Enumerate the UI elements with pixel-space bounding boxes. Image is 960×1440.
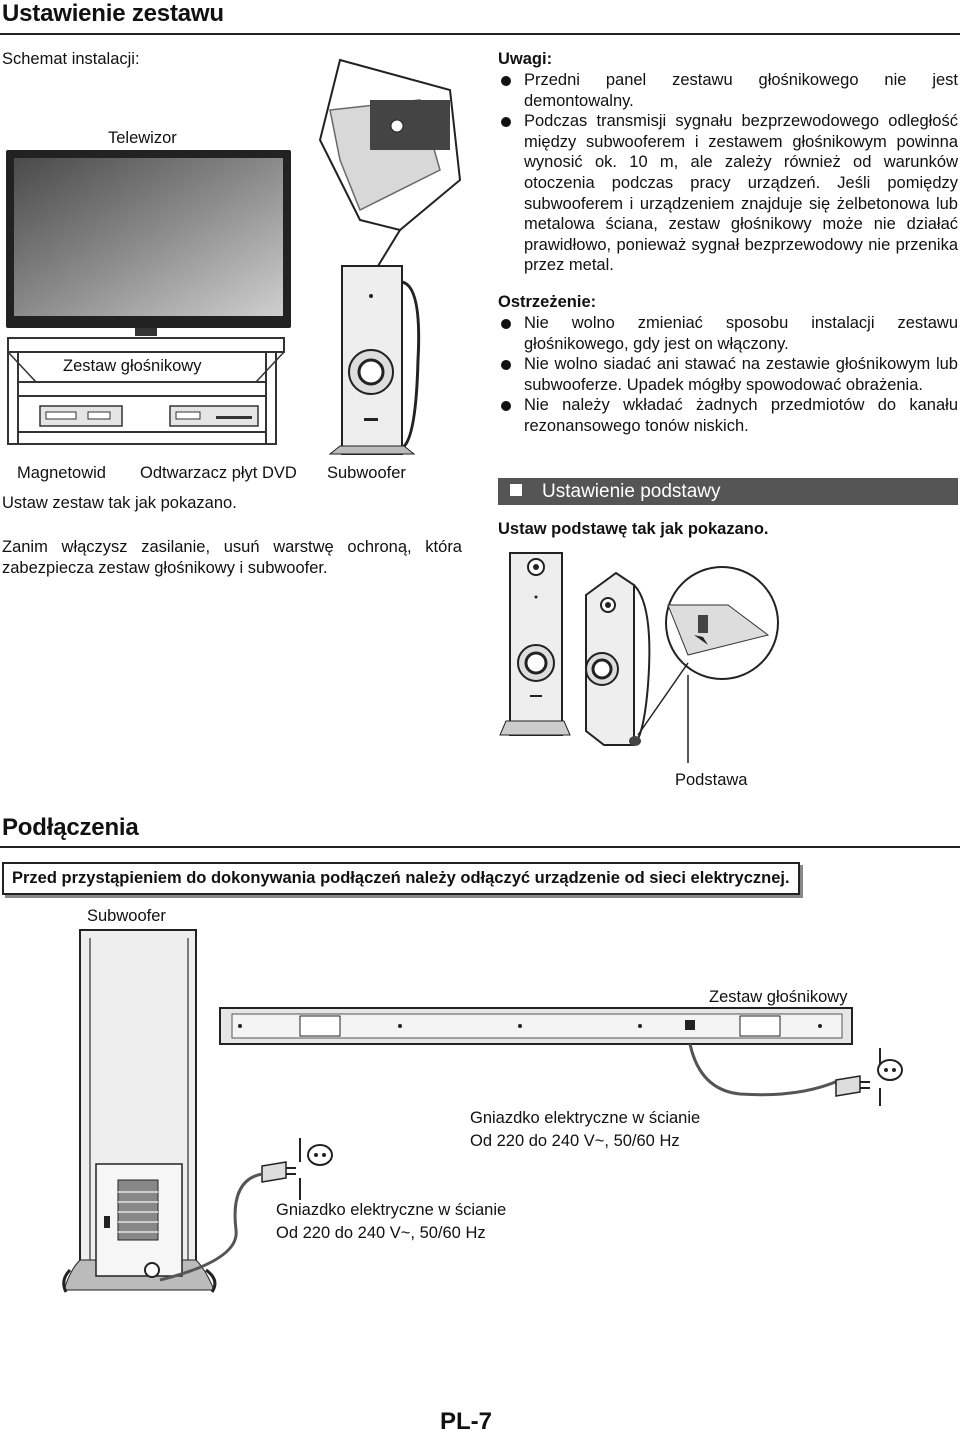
page-number: PL-7 [440, 1408, 493, 1435]
wall-outlet-2-illustration [835, 1048, 903, 1106]
outlet-2-text: Gniazdko elektryczne w ścianie Od 220 do… [470, 1107, 700, 1153]
label-tv: Telewizor [108, 129, 177, 147]
protection-note: Zanim włączysz zasilanie, usuń warstwę o… [2, 538, 462, 577]
stand-label: Podstawa [675, 771, 748, 789]
stand-instruction: Ustaw podstawę tak jak pokazano. [498, 520, 769, 538]
stand-illustration [499, 552, 779, 763]
stand-section-title: Ustawienie podstawy [542, 481, 721, 502]
outlet-1-text: Gniazdko elektryczne w ścianie Od 220 do… [276, 1199, 506, 1245]
note-item: Przedni panel zestawu głośnikowego nie j… [498, 70, 958, 111]
label-dvd: Odtwarzacz płyt DVD [140, 464, 297, 482]
setup-instruction: Ustaw zestaw tak jak pokazano. [2, 494, 237, 512]
label-vcr: Magnetowid [17, 464, 106, 482]
wall-outlet-1-illustration [159, 1138, 333, 1282]
diagram-caption: Schemat instalacji: [2, 50, 140, 68]
section-square-icon [510, 483, 522, 496]
setup-title: Ustawienie zestawu [2, 0, 224, 27]
stand-section-bar: Ustawienie podstawy [498, 478, 958, 505]
connection-soundbar-label: Zestaw głośnikowy [709, 988, 848, 1006]
notes-heading: Uwagi: [498, 50, 553, 68]
warning-item: Nie należy wkładać żadnych przedmiotów d… [498, 395, 958, 436]
connection-subwoofer-label: Subwoofer [87, 907, 166, 925]
connections-rule [0, 846, 960, 848]
label-subwoofer: Subwoofer [327, 464, 406, 482]
note-item: Podczas transmisji sygnału bezprzewodowe… [498, 111, 958, 276]
outlet-1-line2: Od 220 do 240 V~, 50/60 Hz [276, 1224, 486, 1242]
connections-warning: Przed przystąpieniem do dokonywania podł… [2, 862, 800, 895]
warnings-heading: Ostrzeżenie: [498, 293, 597, 311]
warnings-list: Nie wolno zmieniać sposobu instalacji ze… [498, 313, 958, 437]
subwoofer-illustration [318, 58, 462, 455]
outlet-2-line1: Gniazdko elektryczne w ścianie [470, 1109, 701, 1127]
warning-item: Nie wolno siadać ani stawać na zestawie … [498, 354, 958, 395]
soundbar-rear-illustration [219, 1007, 853, 1097]
outlet-2-line2: Od 220 do 240 V~, 50/60 Hz [470, 1132, 680, 1150]
notes-list: Przedni panel zestawu głośnikowego nie j… [498, 70, 958, 276]
title-rule [0, 33, 960, 35]
subwoofer-rear-illustration [62, 929, 217, 1293]
tv-stand-illustration [6, 150, 291, 445]
warning-item: Nie wolno zmieniać sposobu instalacji ze… [498, 313, 958, 354]
label-soundbar: Zestaw głośnikowy [63, 357, 202, 375]
connections-title: Podłączenia [2, 814, 139, 841]
outlet-1-line1: Gniazdko elektryczne w ścianie [276, 1201, 507, 1219]
